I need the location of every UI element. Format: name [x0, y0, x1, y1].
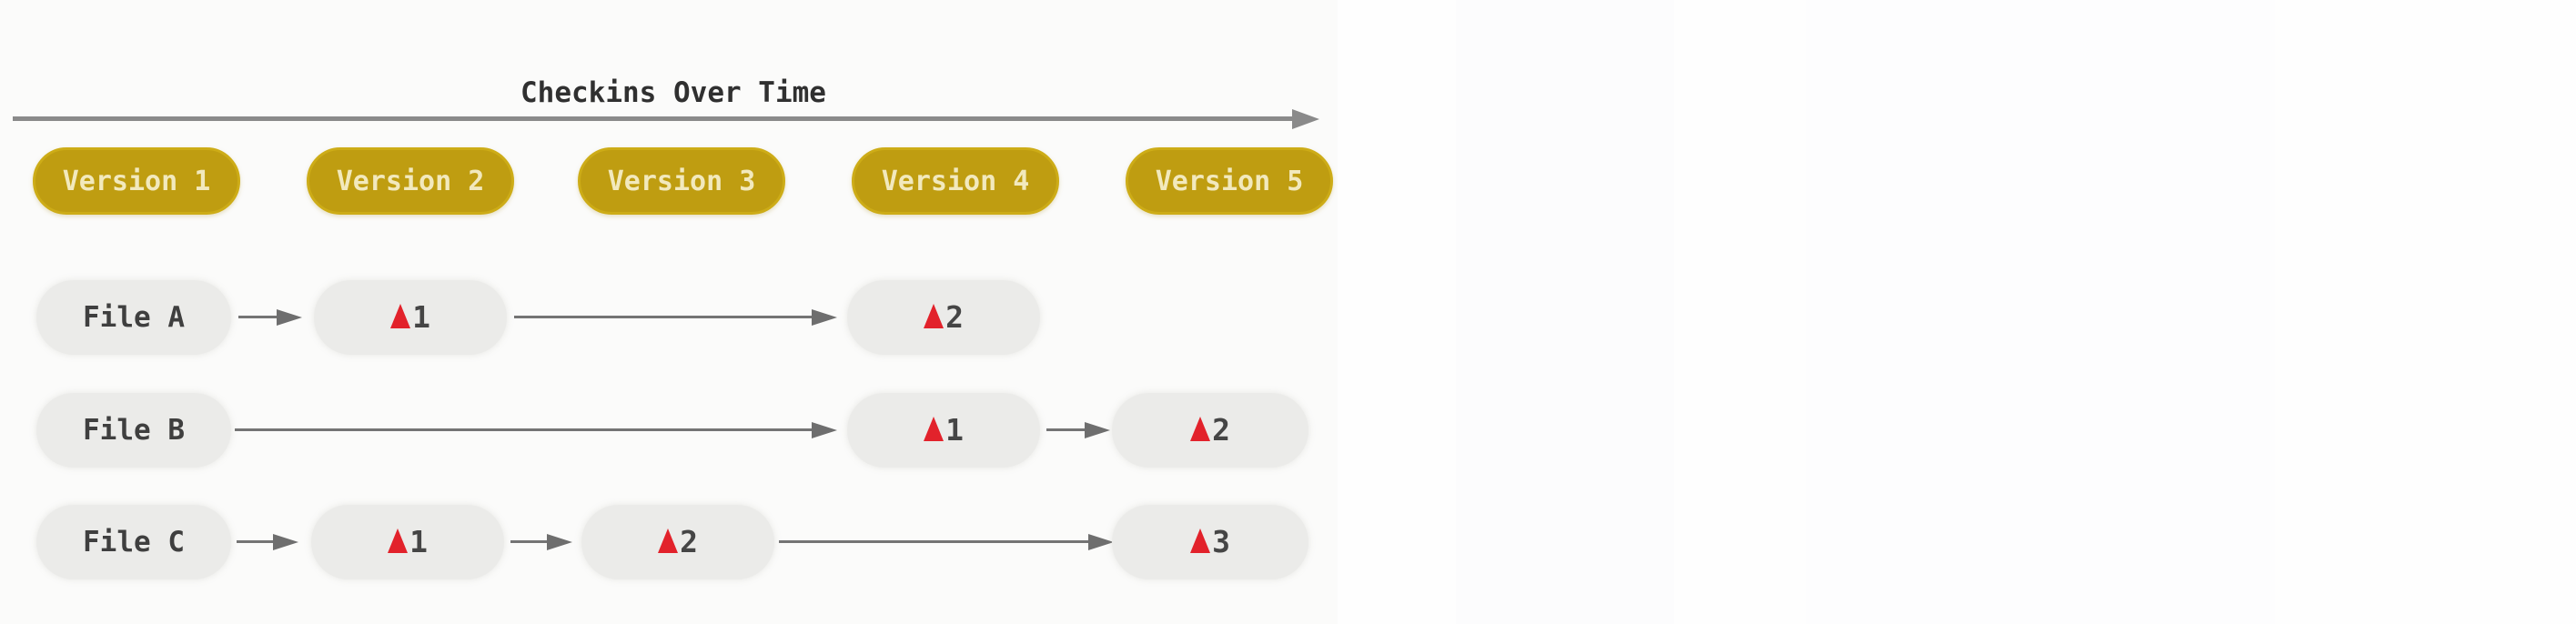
- delta-icon: [658, 528, 679, 553]
- background-band: [1456, 0, 1674, 624]
- delta-icon: [1190, 417, 1211, 441]
- version-badge-label: Version 5: [1155, 165, 1304, 197]
- delta-marker: 2: [924, 299, 964, 335]
- delta-marker: 1: [924, 412, 964, 448]
- delta-pill-b1: 1: [847, 393, 1040, 468]
- version-badge-label: Version 3: [607, 165, 756, 197]
- background-band: [1806, 0, 2275, 624]
- delta-number: 3: [1212, 524, 1230, 559]
- file-pill-b: File B: [36, 393, 231, 468]
- delta-number: 1: [409, 524, 428, 559]
- delta-icon: [924, 417, 945, 441]
- timeline-arrow-line: [13, 116, 1292, 121]
- version-badge-label: Version 4: [881, 165, 1030, 197]
- delta-pill-a2: 2: [847, 280, 1040, 355]
- delta-number: 2: [680, 524, 698, 559]
- arrow-c1-head-icon: [273, 534, 298, 550]
- delta-number: 2: [1212, 412, 1230, 448]
- delta-marker: 2: [658, 524, 698, 559]
- arrow-b2-head-icon: [1085, 422, 1110, 438]
- version-badge-3: Version 3: [578, 147, 785, 215]
- arrow-c3-head-icon: [1088, 534, 1114, 550]
- delta-pill-a1: 1: [314, 280, 507, 355]
- arrow-a1-head-icon: [277, 309, 302, 326]
- timeline-title: Checkins Over Time: [520, 76, 826, 109]
- delta-icon: [924, 304, 945, 328]
- delta-icon: [388, 528, 409, 553]
- arrow-b1-head-icon: [812, 422, 837, 438]
- arrow-a2-line: [514, 316, 812, 318]
- version-badge-4: Version 4: [852, 147, 1059, 215]
- file-label: File A: [83, 301, 185, 334]
- delta-number: 1: [945, 412, 964, 448]
- file-pill-c: File C: [36, 505, 231, 579]
- delta-pill-b2: 2: [1112, 393, 1308, 468]
- version-badge-1: Version 1: [33, 147, 240, 215]
- arrow-b2-line: [1046, 428, 1085, 431]
- delta-pill-c2: 2: [581, 505, 774, 579]
- version-badge-label: Version 2: [336, 165, 485, 197]
- arrow-c2-head-icon: [547, 534, 572, 550]
- delta-icon: [390, 304, 411, 328]
- arrow-c2-line: [510, 540, 547, 543]
- arrow-c1-line: [237, 540, 273, 543]
- version-badge-5: Version 5: [1126, 147, 1333, 215]
- delta-number: 1: [412, 299, 430, 335]
- delta-pill-c1: 1: [311, 505, 504, 579]
- arrow-a1-line: [238, 316, 277, 318]
- delta-number: 2: [945, 299, 964, 335]
- file-pill-a: File A: [36, 280, 231, 355]
- arrow-a2-head-icon: [812, 309, 837, 326]
- arrow-c3-line: [779, 540, 1088, 543]
- file-label: File B: [83, 414, 185, 447]
- delta-marker: 3: [1190, 524, 1230, 559]
- delta-marker: 1: [390, 299, 430, 335]
- version-badge-2: Version 2: [307, 147, 514, 215]
- version-badge-label: Version 1: [62, 165, 211, 197]
- delta-pill-c3: 3: [1112, 505, 1308, 579]
- file-label: File C: [83, 526, 185, 559]
- delta-marker: 1: [388, 524, 428, 559]
- timeline-arrowhead-icon: [1292, 109, 1319, 129]
- delta-marker: 2: [1190, 412, 1230, 448]
- delta-icon: [1190, 528, 1211, 553]
- arrow-b1-line: [235, 428, 812, 431]
